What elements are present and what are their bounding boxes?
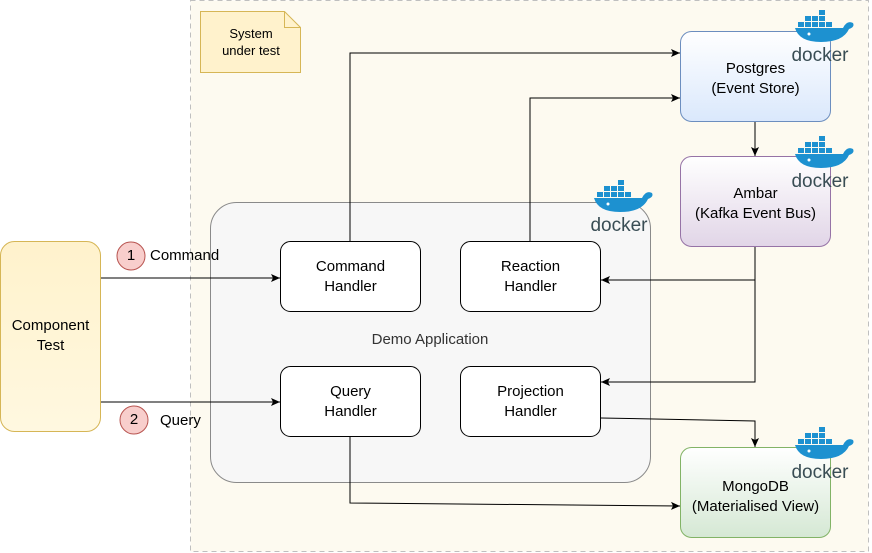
system-under-test-note <box>200 11 301 73</box>
command-handler-label: Command Handler <box>315 257 386 295</box>
svg-text:docker: docker <box>791 45 849 66</box>
docker-logo-postgres-icon: docker <box>791 10 854 66</box>
reaction-handler-label: Reaction Handler <box>500 257 561 295</box>
query-handler-box <box>280 366 421 437</box>
svg-text:docker: docker <box>590 215 648 236</box>
step-1-badge <box>116 241 146 271</box>
step-1-label: Command <box>150 247 220 264</box>
projection-handler-box <box>460 366 601 437</box>
projection-to-mongodb-arrow <box>600 417 759 447</box>
svg-text:docker: docker <box>791 462 849 483</box>
step-2-badge <box>119 405 149 435</box>
postgres-label: Postgres (Event Store) <box>711 60 800 97</box>
ambar-label: Ambar (Kafka Event Bus) <box>695 185 816 222</box>
query-to-mongodb-arrow <box>349 437 681 510</box>
command-handler-box <box>280 241 421 312</box>
projection-handler-label: Projection Handler <box>497 382 564 420</box>
component-test-label: Component Test <box>11 317 90 354</box>
demo-application-label: Demo Application <box>371 331 489 348</box>
postgres-box <box>680 31 831 122</box>
reaction-to-postgres-arrow <box>529 94 680 241</box>
step-2-label: Query <box>160 412 201 429</box>
query-handler-label: Query Handler <box>324 382 377 420</box>
component-test-box <box>0 241 101 432</box>
mongodb-label: MongoDB (Materialised View) <box>691 478 820 515</box>
command-to-postgres-arrow <box>349 49 680 241</box>
ambar-to-projection-arrow <box>601 247 756 386</box>
reaction-handler-box <box>460 241 601 312</box>
step-1-number: 1 <box>126 247 136 264</box>
svg-text:docker: docker <box>791 171 849 192</box>
ambar-box <box>680 156 831 247</box>
step-2-number: 2 <box>129 411 139 428</box>
mongodb-box <box>680 447 831 538</box>
docker-logo-mongodb-icon: docker <box>791 427 854 483</box>
docker-logo-ambar-icon: docker <box>791 136 854 192</box>
docker-logo-demo-app-icon: docker <box>590 180 653 236</box>
system-under-test-label: System under test <box>222 26 280 58</box>
